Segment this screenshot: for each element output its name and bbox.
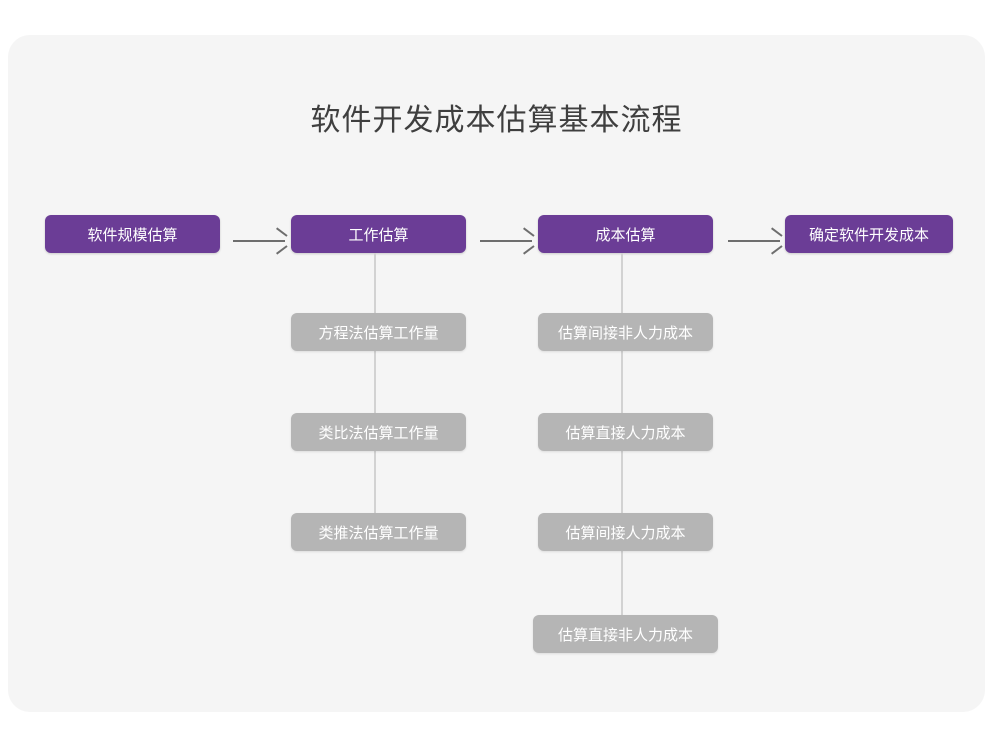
page-title: 软件开发成本估算基本流程 — [310, 104, 683, 137]
arrow-shaft — [480, 240, 532, 242]
stage-box-3[interactable]: 成本估算 — [538, 215, 713, 253]
arrow-shaft — [233, 240, 285, 242]
connector-stage-2 — [374, 253, 376, 534]
substep-box-3-4[interactable]: 估算直接非人力成本 — [533, 615, 718, 653]
substep-box-2-2[interactable]: 类比法估算工作量 — [291, 413, 466, 451]
substep-box-2-3[interactable]: 类推法估算工作量 — [291, 513, 466, 551]
arrow-head-icon — [769, 233, 780, 249]
substep-box-3-3[interactable]: 估算间接人力成本 — [538, 513, 713, 551]
stage-box-4[interactable]: 确定软件开发成本 — [785, 215, 953, 253]
stage-box-2[interactable]: 工作估算 — [291, 215, 466, 253]
arrow-head-icon — [521, 233, 532, 249]
substep-box-2-1[interactable]: 方程法估算工作量 — [291, 313, 466, 351]
arrow-3 — [728, 231, 780, 251]
diagram-card: 软件开发成本估算基本流程 软件规模估算 工作估算 方程法估算工作量 类比法估算工… — [8, 35, 985, 712]
substep-box-3-1[interactable]: 估算间接非人力成本 — [538, 313, 713, 351]
substep-box-3-2[interactable]: 估算直接人力成本 — [538, 413, 713, 451]
arrow-2 — [480, 231, 532, 251]
stage-box-1[interactable]: 软件规模估算 — [45, 215, 220, 253]
arrow-1 — [233, 231, 285, 251]
arrow-shaft — [728, 240, 780, 242]
arrow-head-icon — [274, 233, 285, 249]
